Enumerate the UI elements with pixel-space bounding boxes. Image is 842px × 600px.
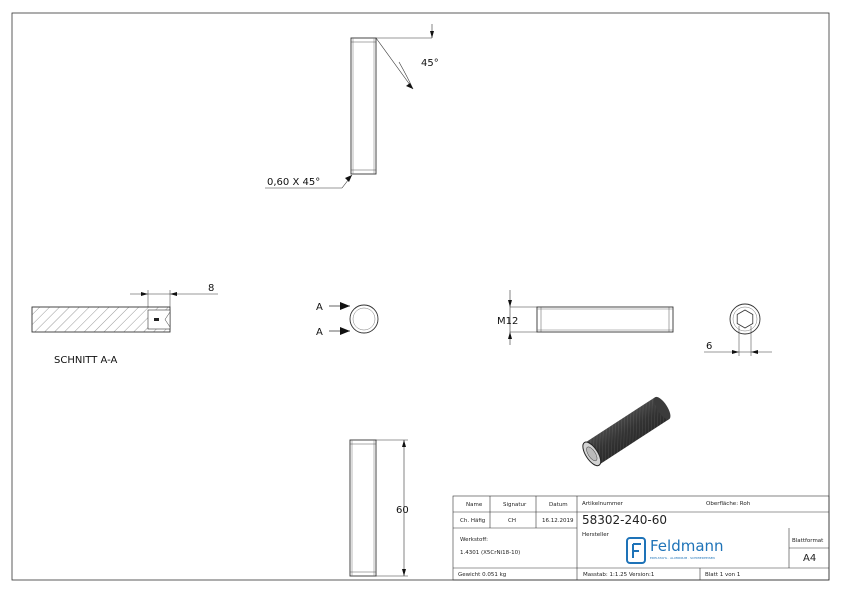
section-marker-top: A [316,302,323,313]
isometric-render [582,396,671,467]
blatt-number: Blatt 1 von 1 [705,572,741,578]
blattformat-value: A4 [803,553,817,564]
oberflaeche-label: Oberfläche: Roh [706,501,751,507]
angle-label: 45° [421,58,439,69]
signatur-value: CH [508,518,516,524]
section-title: SCHNITT A-A [54,355,118,366]
werkstoff-value: 1.4301 (X5CrNi18-10) [460,550,521,556]
section-view [31,290,218,333]
top-view [265,24,434,189]
artikel-value: 58302-240-60 [582,513,668,527]
title-block-grid [452,495,830,581]
side-view [508,290,674,345]
hex-end-view [704,303,772,356]
bottom-view [349,439,408,577]
artikel-label: Artikelnummer [582,501,623,507]
hex-dim-label: 6 [706,341,712,352]
section-marker-bottom: A [316,327,323,338]
logo-tagline: EDELSTAHL · ALUMINIUM · SCHMIEDEEISEN [650,556,715,560]
feldmann-logo-icon [626,537,646,564]
chamfer-callout: 0,60 X 45° [267,177,320,188]
length-dim-label: 60 [396,505,409,516]
datum-value: 16.12.2019 [542,518,574,524]
logo-text: Feldmann [650,537,724,555]
werkstoff-label: Werkstoff: [460,537,488,543]
massstab: Masstab: 1:1.25 Version:1 [583,572,655,578]
name-header: Name [466,502,483,508]
datum-header: Datum [549,502,568,508]
section-dim-label: 8 [208,283,214,294]
gewicht: Gewicht 0.051 kg [458,572,507,578]
end-view-section-markers [329,302,379,335]
name-value: Ch. Häfig [460,518,486,524]
signatur-header: Signatur [503,502,527,508]
blattformat-label: Blattformat [792,538,824,544]
sheet-border [11,12,830,581]
thread-label: M12 [497,316,518,327]
hersteller-label: Hersteller [582,532,609,538]
